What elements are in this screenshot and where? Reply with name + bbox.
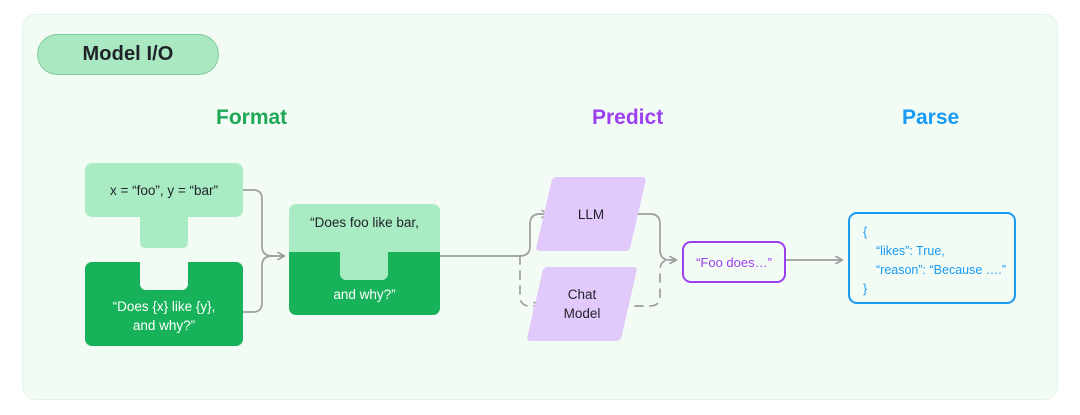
prediction-output-box[interactable]: “Foo does…” [682,241,786,283]
template-piece-line2: and why?” [132,318,196,333]
chat-model-line1: Chat [567,287,597,302]
json-line-likes: “likes”: True, [876,244,945,258]
combined-piece-line1: “Does foo like bar, [310,215,419,230]
variables-piece-label: x = “foo”, y = “bar” [109,182,219,198]
parsed-json-box[interactable]: { “likes”: True, “reason”: “Because ….” … [848,212,1016,304]
prediction-output-text: “Foo does…” [696,254,772,270]
section-heading-parse: Parse [902,106,960,129]
model-io-badge: Model I/O [37,34,219,75]
variables-piece-nub [140,214,188,248]
json-line-close: } [863,282,868,296]
chat-model-line2: Model [563,306,601,321]
section-heading-predict: Predict [592,106,664,129]
template-piece[interactable]: “Does {x} like {y}, and why?” [85,262,243,346]
variables-piece[interactable]: x = “foo”, y = “bar” [85,163,243,217]
combined-piece-notch [340,251,388,280]
llm-node-line1: LLM [577,206,605,222]
template-piece-line1: “Does {x} like {y}, [112,299,216,314]
template-piece-notch [140,261,188,290]
model-io-badge-label: Model I/O [82,43,174,65]
combined-piece-top[interactable] [289,204,440,256]
llm-node-label: LLM [544,200,638,228]
chat-model-node-label: Chat Model [535,281,629,327]
combined-piece-line2: and why?” [333,287,396,302]
section-heading-format: Format [216,106,288,129]
json-line-reason: “reason”: “Because ….” [876,263,1006,277]
json-line-open: { [863,225,868,239]
